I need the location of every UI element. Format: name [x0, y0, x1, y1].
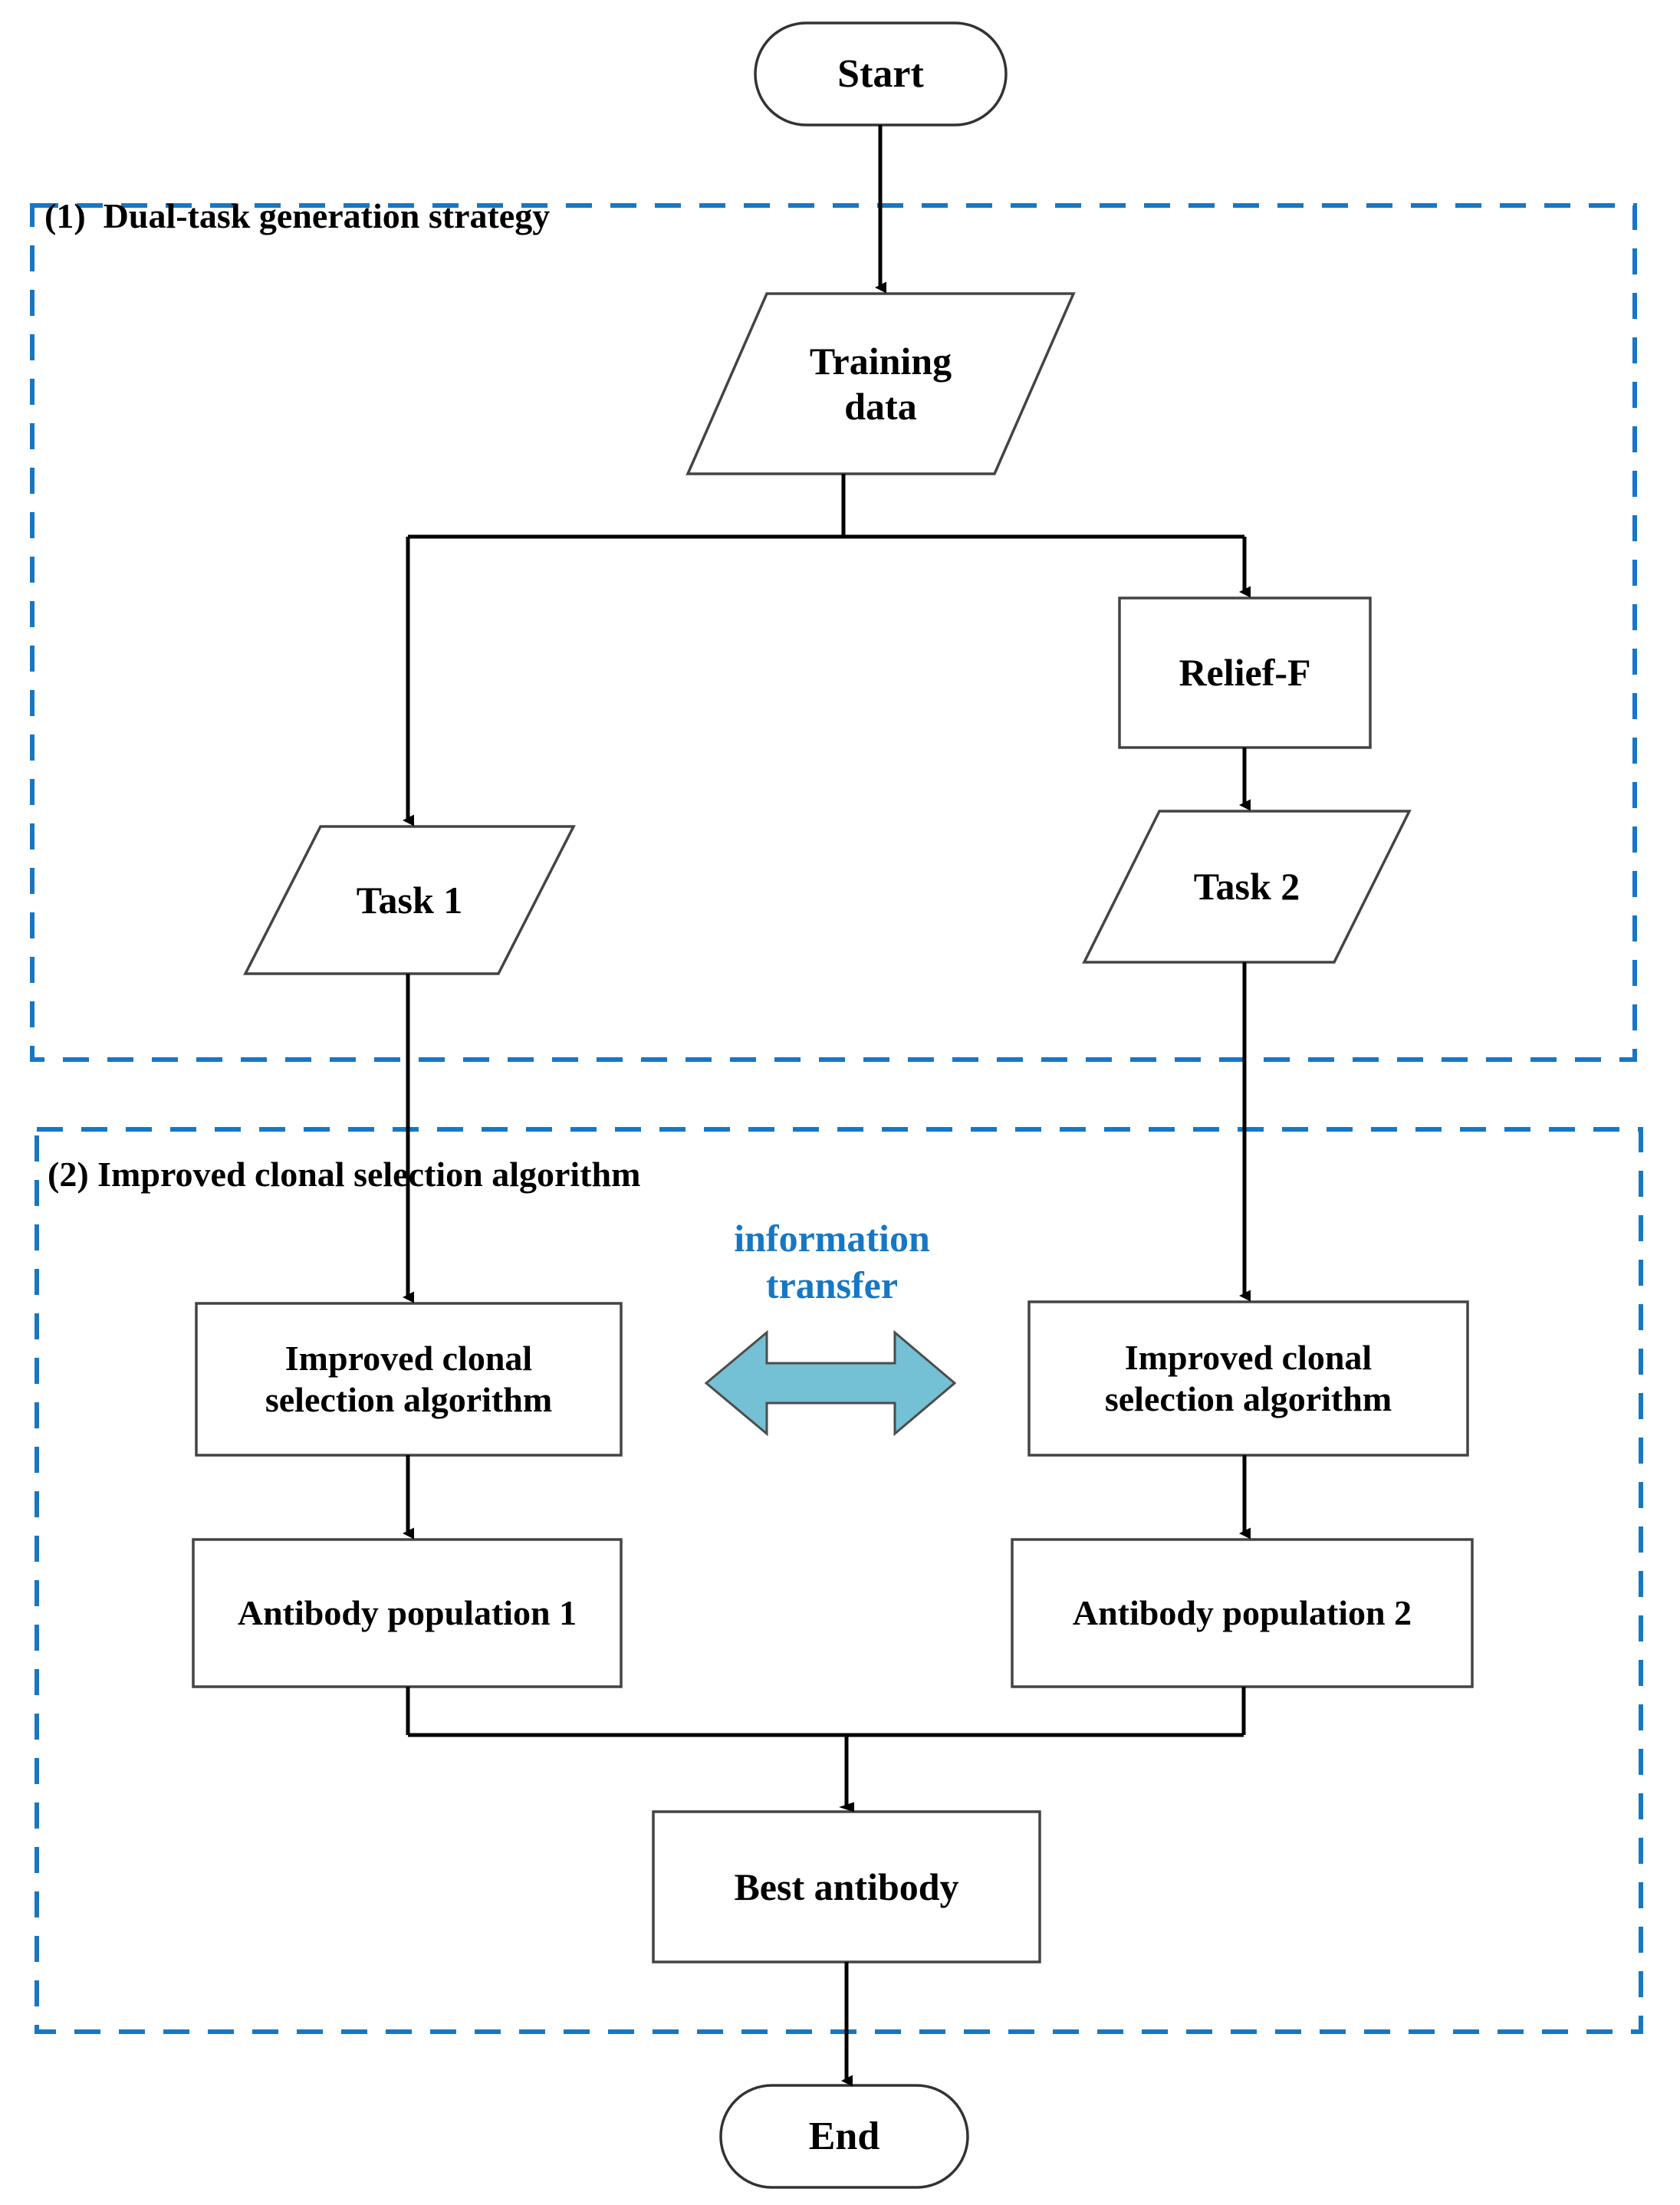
section-2-label: (2) Improved clonal selection algorithm: [48, 1155, 641, 1194]
information-transfer-double-arrow-icon: [704, 1329, 957, 1437]
section-1-border: [30, 203, 1637, 1062]
end-node-shape: [719, 2084, 969, 2189]
relief-f-node-shape: [1118, 596, 1372, 749]
antibody2-node-shape: [1011, 1538, 1474, 1688]
start-node-shape: [754, 21, 1008, 127]
icsa-left-node-shape: [195, 1302, 623, 1457]
section-1-label: (1) Dual-task generation strategy: [44, 196, 551, 235]
antibody1-node-shape: [192, 1538, 623, 1688]
section-2-border: [35, 1127, 1643, 2034]
icsa-right-node-shape: [1027, 1300, 1469, 1457]
task1-node-shape: [243, 825, 576, 975]
information-transfer-label: information transfer: [734, 1217, 930, 1306]
task2-node-shape: [1082, 810, 1412, 964]
best-antibody-node-shape: [652, 1810, 1041, 1963]
training-data-node-shape: [685, 292, 1076, 475]
